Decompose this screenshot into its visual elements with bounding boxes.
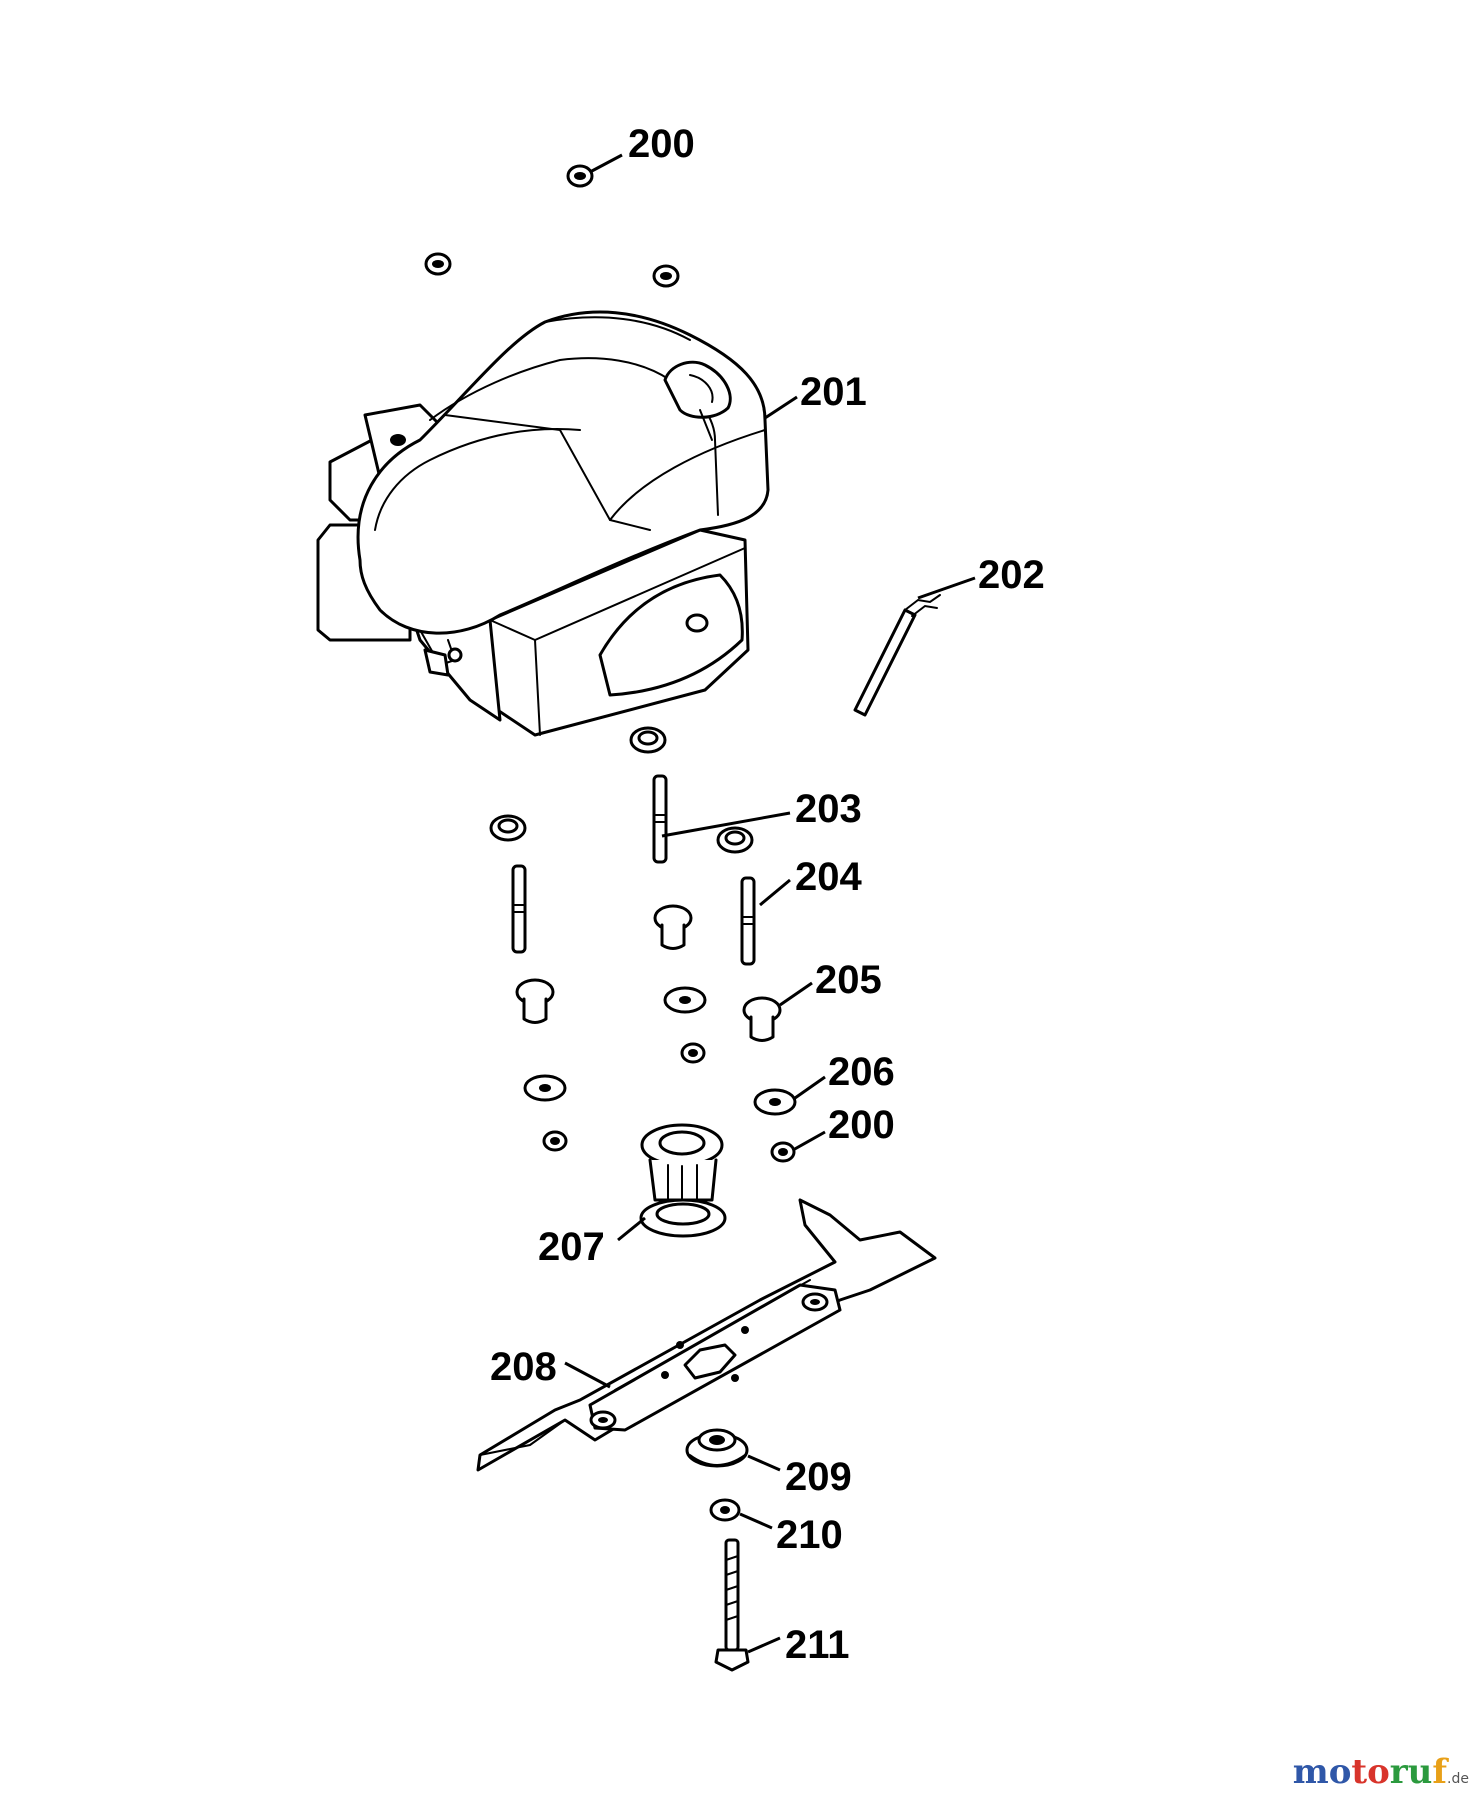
label-211: 211 bbox=[785, 1623, 850, 1667]
label-210: 210 bbox=[776, 1513, 843, 1557]
label-200-top: 200 bbox=[628, 122, 695, 166]
bushing-203-center bbox=[629, 726, 667, 754]
nut-200-top-right bbox=[652, 264, 680, 288]
washer-206-left bbox=[523, 1074, 567, 1102]
nut-200-top-left bbox=[424, 252, 452, 276]
nut-200-lower-right bbox=[770, 1141, 796, 1163]
leader-lines bbox=[564, 153, 976, 1654]
stud-204-center bbox=[652, 774, 668, 864]
blade-bolt-211 bbox=[714, 1538, 750, 1672]
washer-206-center bbox=[663, 986, 707, 1014]
dipstick-202 bbox=[853, 594, 941, 717]
blade-nut-209 bbox=[685, 1428, 749, 1468]
label-205: 205 bbox=[815, 958, 882, 1002]
nut-200-top-center bbox=[566, 164, 594, 188]
bushing-203-left bbox=[489, 814, 527, 842]
nut-200-lower-center bbox=[680, 1042, 706, 1064]
label-207: 207 bbox=[538, 1225, 605, 1269]
label-202: 202 bbox=[978, 553, 1045, 597]
label-209: 209 bbox=[785, 1455, 852, 1499]
label-206: 206 bbox=[828, 1050, 895, 1094]
spacer-205-center bbox=[653, 904, 693, 950]
label-200-lower: 200 bbox=[828, 1103, 895, 1147]
washer-210 bbox=[709, 1498, 741, 1522]
mower-blade-208 bbox=[476, 1198, 937, 1472]
engine-201 bbox=[316, 310, 770, 737]
stud-204-left bbox=[511, 864, 527, 954]
label-203: 203 bbox=[795, 787, 862, 831]
bushing-203-right bbox=[716, 826, 754, 854]
motoruf-watermark-logo: motoruf.de bbox=[1292, 1752, 1469, 1792]
label-208: 208 bbox=[490, 1345, 557, 1389]
label-204: 204 bbox=[795, 855, 862, 899]
blade-adapter-207 bbox=[639, 1123, 727, 1238]
label-201: 201 bbox=[800, 370, 867, 414]
washer-206-right bbox=[753, 1088, 797, 1116]
stud-204-right bbox=[740, 876, 756, 966]
spacer-205-right bbox=[742, 996, 782, 1042]
part-labels: 200 201 202 203 204 205 206 200 207 208 … bbox=[490, 122, 1045, 1667]
spacer-205-left bbox=[515, 978, 555, 1024]
nut-200-lower-left bbox=[542, 1130, 568, 1152]
